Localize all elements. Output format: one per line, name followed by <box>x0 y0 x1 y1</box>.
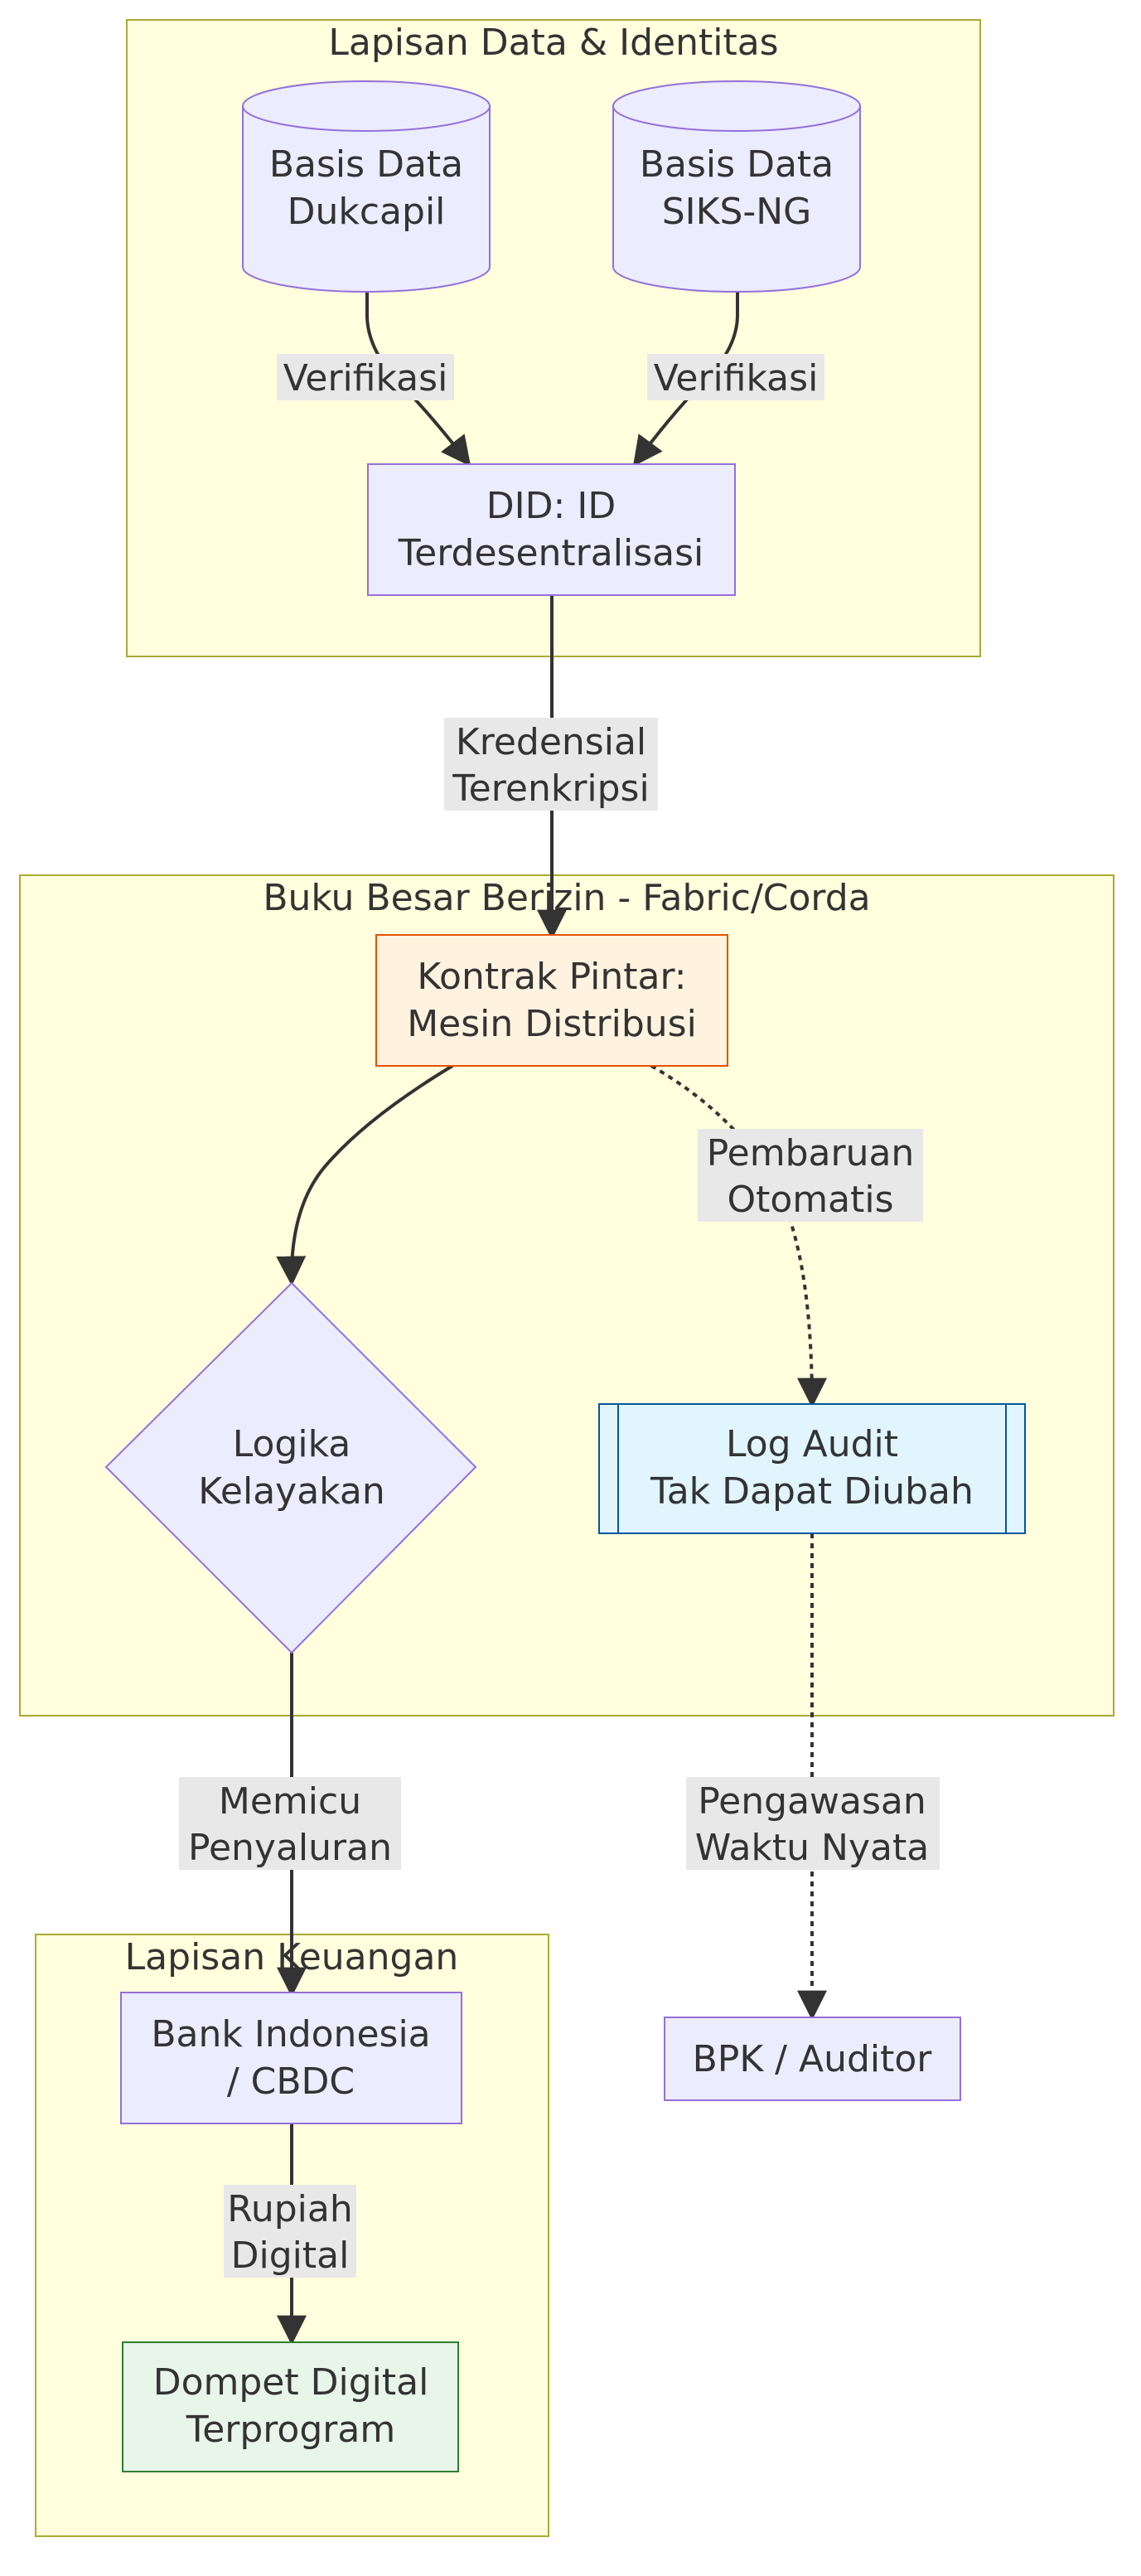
node-bpk-line1: BPK / Auditor <box>693 2038 933 2080</box>
edge-rupiah-line2: Digital <box>231 2235 350 2277</box>
edge-label-rupiah: Rupiah Digital <box>224 2185 356 2278</box>
node-siks-line2: SIKS-NG <box>662 191 812 233</box>
node-wallet-line2: Terprogram <box>186 2409 395 2451</box>
node-did: DID: ID Terdesentralisasi <box>367 463 736 596</box>
edge-rupiah-line1: Rupiah <box>227 2188 353 2230</box>
node-dukcapil-line1: Basis Data <box>269 143 463 186</box>
node-audit-line2: Tak Dapat Diubah <box>650 1470 974 1513</box>
node-audit-line1: Log Audit <box>726 1423 898 1465</box>
edge-contract-to-logic <box>276 1064 454 1286</box>
node-bpk-auditor: BPK / Auditor <box>664 2017 961 2101</box>
edge-update-line2: Otomatis <box>727 1179 893 1221</box>
edge-trigger-line2: Penyaluran <box>188 1827 392 1869</box>
node-did-line1: DID: ID <box>486 485 616 527</box>
edge-label-kredensial: Kredensial Terenkripsi <box>444 718 658 811</box>
edge-contract-to-audit <box>650 1064 827 1408</box>
edge-trigger-line1: Memicu <box>219 1780 361 1823</box>
node-dukcapil-line2: Dukcapil <box>288 191 446 233</box>
edge-realtime-line1: Pengawasan <box>698 1780 926 1823</box>
edge-label-pembaruan: Pembaruan Otomatis <box>698 1129 923 1222</box>
edge-label-memicu: Memicu Penyaluran <box>179 1777 401 1870</box>
node-siks-line1: Basis Data <box>640 143 834 186</box>
edge-cred-line2: Terenkripsi <box>452 767 649 810</box>
edge-verif2-text: Verifikasi <box>654 357 819 399</box>
edge-label-verifikasi-2: Verifikasi <box>647 354 824 400</box>
node-smart-contract: Kontrak Pintar: Mesin Distribusi <box>375 934 728 1067</box>
node-wallet-line1: Dompet Digital <box>153 2361 429 2404</box>
edge-update-line1: Pembaruan <box>707 1132 915 1174</box>
edge-label-verifikasi-1: Verifikasi <box>277 354 454 400</box>
node-did-line2: Terdesentralisasi <box>398 532 703 574</box>
cluster-data-identity-title: Lapisan Data & Identitas <box>328 22 778 64</box>
cluster-ledger-title: Buku Besar Berizin - Fabric/Corda <box>263 877 870 919</box>
node-bank-line2: / CBDC <box>227 2060 355 2103</box>
edge-label-pengawasan: Pengawasan Waktu Nyata <box>686 1777 940 1870</box>
node-contract-line2: Mesin Distribusi <box>407 1003 697 1045</box>
edge-realtime-line2: Waktu Nyata <box>695 1827 929 1869</box>
node-eligibility-logic: Logika Kelayakan <box>104 1281 477 1654</box>
node-audit-log: Log Audit Tak Dapat Diubah <box>598 1403 1026 1534</box>
node-programmable-wallet: Dompet Digital Terprogram <box>122 2341 459 2472</box>
node-contract-line1: Kontrak Pintar: <box>417 956 686 998</box>
node-bank-indonesia: Bank Indonesia / CBDC <box>120 1992 462 2124</box>
node-bank-line1: Bank Indonesia <box>151 2013 430 2055</box>
node-logic-line2: Kelayakan <box>198 1470 384 1513</box>
node-database-dukcapil: Basis Data Dukcapil <box>242 80 491 293</box>
node-database-siks-ng: Basis Data SIKS-NG <box>612 80 861 293</box>
node-logic-line1: Logika <box>233 1423 351 1465</box>
edge-verif1-text: Verifikasi <box>283 357 448 399</box>
edge-cred-line1: Kredensial <box>456 721 646 763</box>
